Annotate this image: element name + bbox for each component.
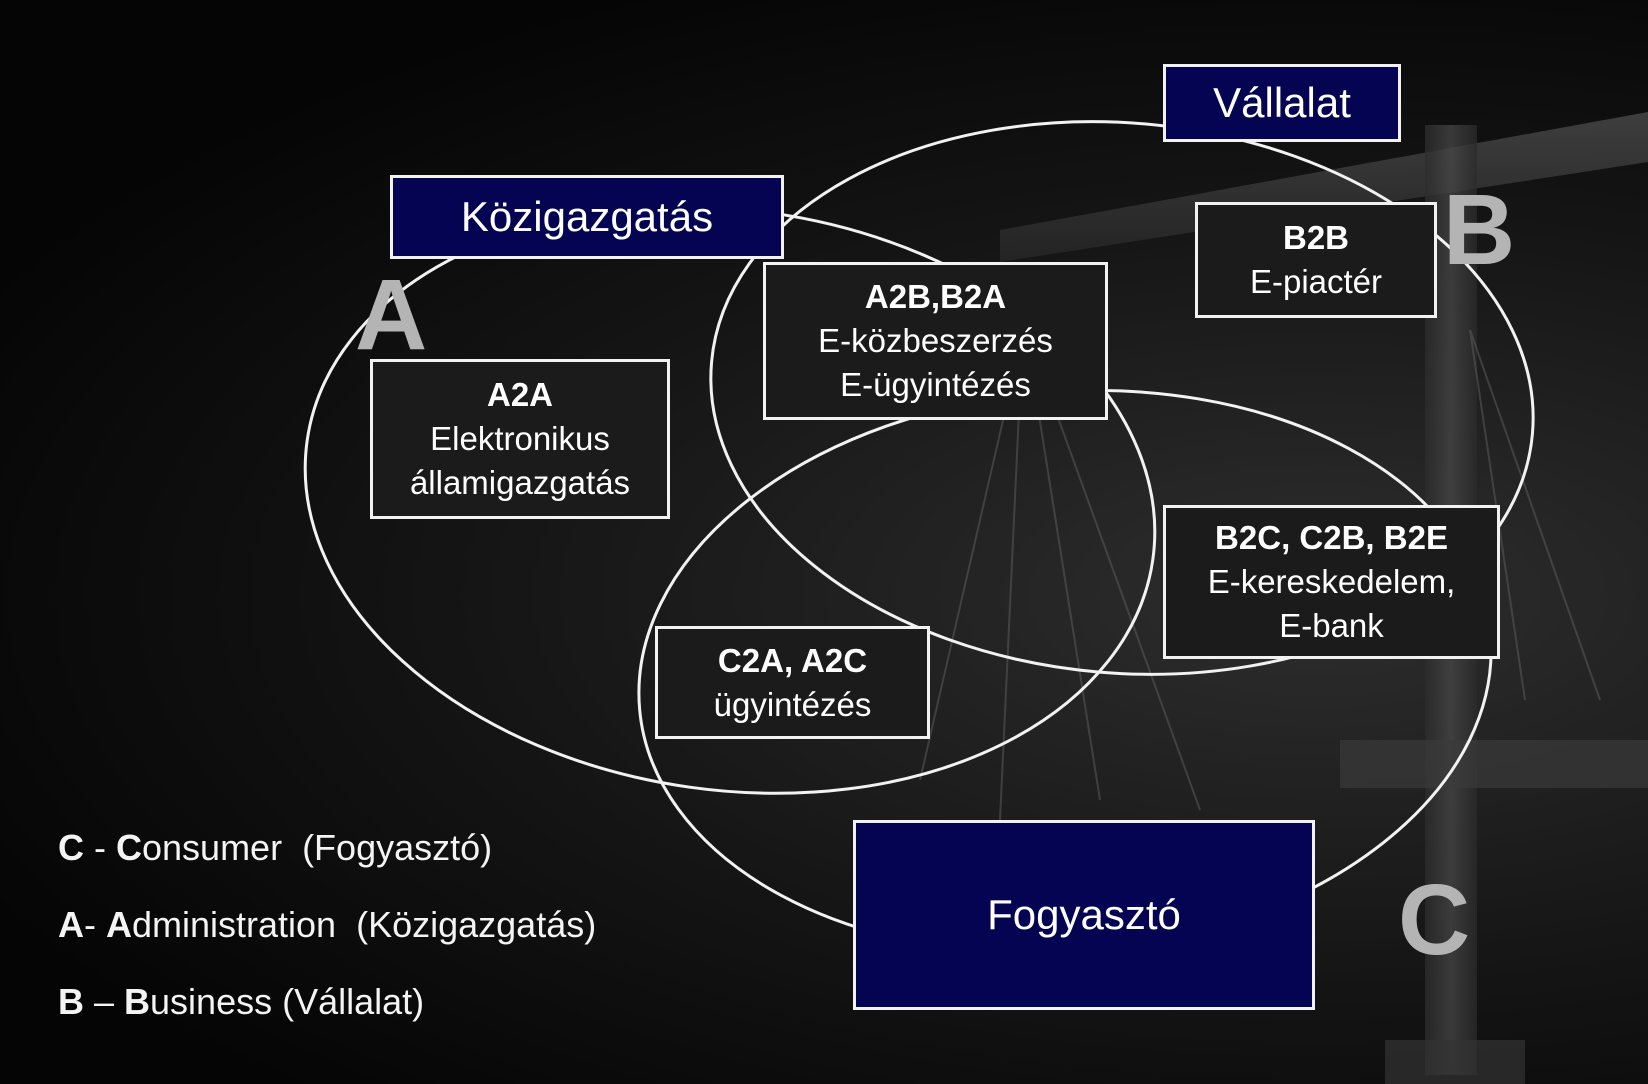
legend-key: B — [58, 981, 84, 1022]
fogyaszto-title: Fogyasztó — [987, 891, 1181, 938]
c2a-line1: ügyintézés — [713, 685, 872, 723]
zone-letter-a: A — [355, 259, 428, 371]
a2b-line2: E-ügyintézés — [840, 366, 1031, 403]
legend-item-consumer: C - Consumer (Fogyasztó) — [58, 828, 492, 868]
a2a-line2: államigazgatás — [409, 464, 631, 501]
b2b-box: B2B E-piactér — [1195, 202, 1437, 318]
c2a-box: C2A, A2C ügyintézés — [655, 626, 930, 739]
zone-letter-b: B — [1443, 174, 1516, 286]
legend-separator: - — [84, 904, 106, 945]
legend-item-business: B – Business (Vállalat) — [58, 982, 424, 1022]
b2b-code: B2B — [1282, 219, 1350, 256]
a2a-line1: Elektronikus — [430, 420, 610, 457]
fogyaszto-title-box: Fogyasztó — [853, 820, 1315, 1010]
b2c-line2: E-bank — [1279, 607, 1384, 644]
a2b-box: A2B,B2A E-közbeszerzés E-ügyintézés — [763, 262, 1108, 420]
legend-text: usiness (Vállalat) — [150, 981, 425, 1022]
business-ellipse — [709, 120, 1535, 676]
c2a-code: C2A, A2C — [717, 641, 868, 679]
legend-text: dministration (Közigazgatás) — [132, 904, 597, 945]
legend-separator: – — [84, 981, 125, 1022]
a2a-box: A2A Elektronikus államigazgatás — [370, 359, 670, 519]
b2c-code: B2C, C2B, B2E — [1215, 519, 1448, 556]
a2b-line1: E-közbeszerzés — [818, 322, 1053, 359]
b2c-box: B2C, C2B, B2E E-kereskedelem, E-bank — [1163, 505, 1500, 659]
legend-initial: B — [124, 981, 151, 1022]
legend-separator: - — [84, 827, 116, 868]
a2b-code: A2B,B2A — [864, 278, 1007, 315]
legend-key: A — [58, 904, 84, 945]
kozigazgatas-title-box: Közigazgatás — [390, 175, 784, 259]
legend-initial: C — [116, 827, 142, 868]
b2b-line1: E-piactér — [1249, 263, 1383, 300]
vallalat-title: Vállalat — [1213, 79, 1351, 126]
kozigazgatas-title: Közigazgatás — [460, 193, 714, 240]
b2c-line1: E-kereskedelem, — [1207, 563, 1456, 600]
legend-text: onsumer (Fogyasztó) — [142, 827, 493, 868]
legend-key: C — [58, 827, 84, 868]
vallalat-title-box: Vállalat — [1163, 64, 1401, 142]
legend-initial: A — [106, 904, 132, 945]
a2a-code: A2A — [486, 376, 554, 413]
legend-item-administration: A- Administration (Közigazgatás) — [58, 905, 596, 945]
zone-letter-c: C — [1398, 864, 1471, 976]
